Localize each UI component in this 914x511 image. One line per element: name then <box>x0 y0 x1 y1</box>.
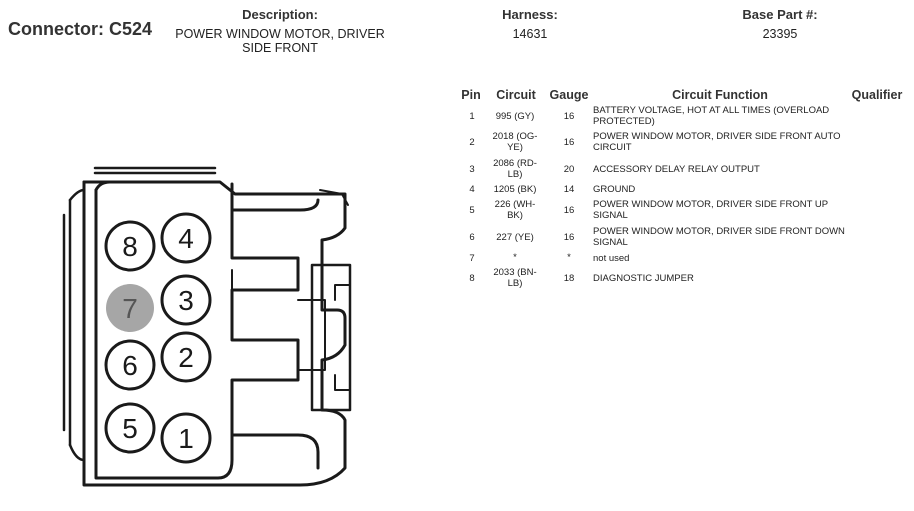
gauge-cell: 16 <box>563 205 575 216</box>
circuit-cell: 2086 (RD-LB) <box>493 158 537 180</box>
description-header: Description: <box>242 7 318 22</box>
circuit-cell: 2018 (OG-YE) <box>492 131 538 153</box>
pin-cell: 2 <box>469 137 475 148</box>
pin-number-label: 2 <box>178 342 194 373</box>
pin-number-label: 6 <box>122 350 138 381</box>
pin-cavity-4 <box>160 212 212 264</box>
pin-cell: 6 <box>469 232 475 243</box>
function-cell: DIAGNOSTIC JUMPER <box>593 273 694 284</box>
pin-number-label: 5 <box>122 413 138 444</box>
gauge-cell: 20 <box>563 164 575 175</box>
pin-cell: 5 <box>469 205 475 216</box>
connector-id: C524 <box>109 19 153 39</box>
pin-cavity-8 <box>104 220 156 272</box>
pin-cavity-6 <box>104 339 156 391</box>
harness-value: 14631 <box>512 27 548 41</box>
connector-face-diagram: 8 4 7 3 6 2 5 1 <box>62 166 352 487</box>
pin-cavity-7 <box>106 284 154 332</box>
circuit-cell: 227 (YE) <box>496 232 534 243</box>
description-value: POWER WINDOW MOTOR, DRIVER SIDE FRONT <box>175 27 385 55</box>
col-header-gauge: Gauge <box>549 88 589 102</box>
pin-cavity-3 <box>160 274 212 326</box>
pin-cell: 3 <box>469 164 475 175</box>
circuit-cell: * <box>513 252 517 263</box>
pin-number-label: 4 <box>178 223 194 254</box>
pin-cell: 8 <box>469 273 475 284</box>
pin-number-label: 8 <box>122 231 138 262</box>
circuit-cell: 2033 (BN-LB) <box>493 267 537 289</box>
col-header-function: Circuit Function <box>672 88 768 102</box>
pin-number-label: 3 <box>178 285 194 316</box>
base-part-value: 23395 <box>762 27 798 41</box>
harness-header: Harness: <box>502 7 558 22</box>
base-part-header: Base Part #: <box>742 7 818 22</box>
col-header-circuit: Circuit <box>496 88 536 102</box>
pin-cavity-1 <box>160 412 212 464</box>
function-cell: not used <box>593 253 630 264</box>
function-cell: ACCESSORY DELAY RELAY OUTPUT <box>593 164 760 175</box>
function-cell: POWER WINDOW MOTOR, DRIVER SIDE FRONT DO… <box>593 226 845 248</box>
gauge-cell: 18 <box>563 273 575 284</box>
function-cell: POWER WINDOW MOTOR, DRIVER SIDE FRONT UP… <box>593 199 828 221</box>
pin-number-label: 7 <box>122 293 138 324</box>
gauge-cell: 16 <box>563 111 575 122</box>
connector-housing-outline <box>62 166 352 487</box>
pin-number-label: 1 <box>178 423 194 454</box>
col-header-qualifier: Qualifier <box>851 88 903 102</box>
function-cell: BATTERY VOLTAGE, HOT AT ALL TIMES (OVERL… <box>593 105 830 127</box>
gauge-cell: * <box>567 252 571 263</box>
pin-cavity-2 <box>160 331 212 383</box>
connector-pins: 8 4 7 3 6 2 5 1 <box>104 212 212 464</box>
connector-label: Connector: <box>8 19 104 39</box>
circuit-cell: 995 (GY) <box>495 111 535 122</box>
circuit-cell: 226 (WH-BK) <box>494 199 536 221</box>
gauge-cell: 16 <box>563 232 575 243</box>
pin-cell: 7 <box>469 253 475 264</box>
connector-title: Connector: C524 <box>8 19 152 40</box>
pin-cavity-5 <box>104 402 156 454</box>
pin-cell: 1 <box>469 111 475 122</box>
gauge-cell: 16 <box>563 137 575 148</box>
circuit-cell: 1205 (BK) <box>493 184 537 195</box>
col-header-pin: Pin <box>461 88 481 102</box>
function-cell: GROUND <box>593 184 636 195</box>
function-cell: POWER WINDOW MOTOR, DRIVER SIDE FRONT AU… <box>593 131 841 153</box>
gauge-cell: 14 <box>563 184 575 195</box>
pin-cell: 4 <box>469 184 475 195</box>
